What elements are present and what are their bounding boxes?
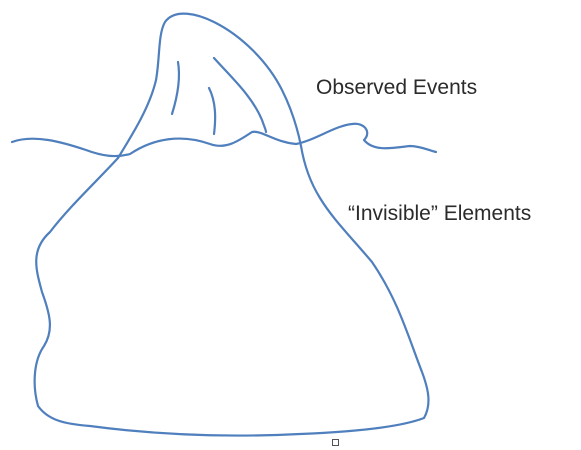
- observed-events-label: Observed Events: [316, 76, 477, 100]
- iceberg-tip-line-2: [209, 88, 215, 134]
- small-square-marker: [332, 439, 339, 446]
- iceberg-tip-line-3: [214, 58, 266, 132]
- iceberg-tip-outline: [118, 14, 301, 158]
- iceberg-tip-line-1: [172, 62, 179, 114]
- iceberg-submerged-outline: [35, 146, 429, 436]
- water-line: [12, 124, 436, 156]
- invisible-elements-label: “Invisible” Elements: [348, 202, 531, 226]
